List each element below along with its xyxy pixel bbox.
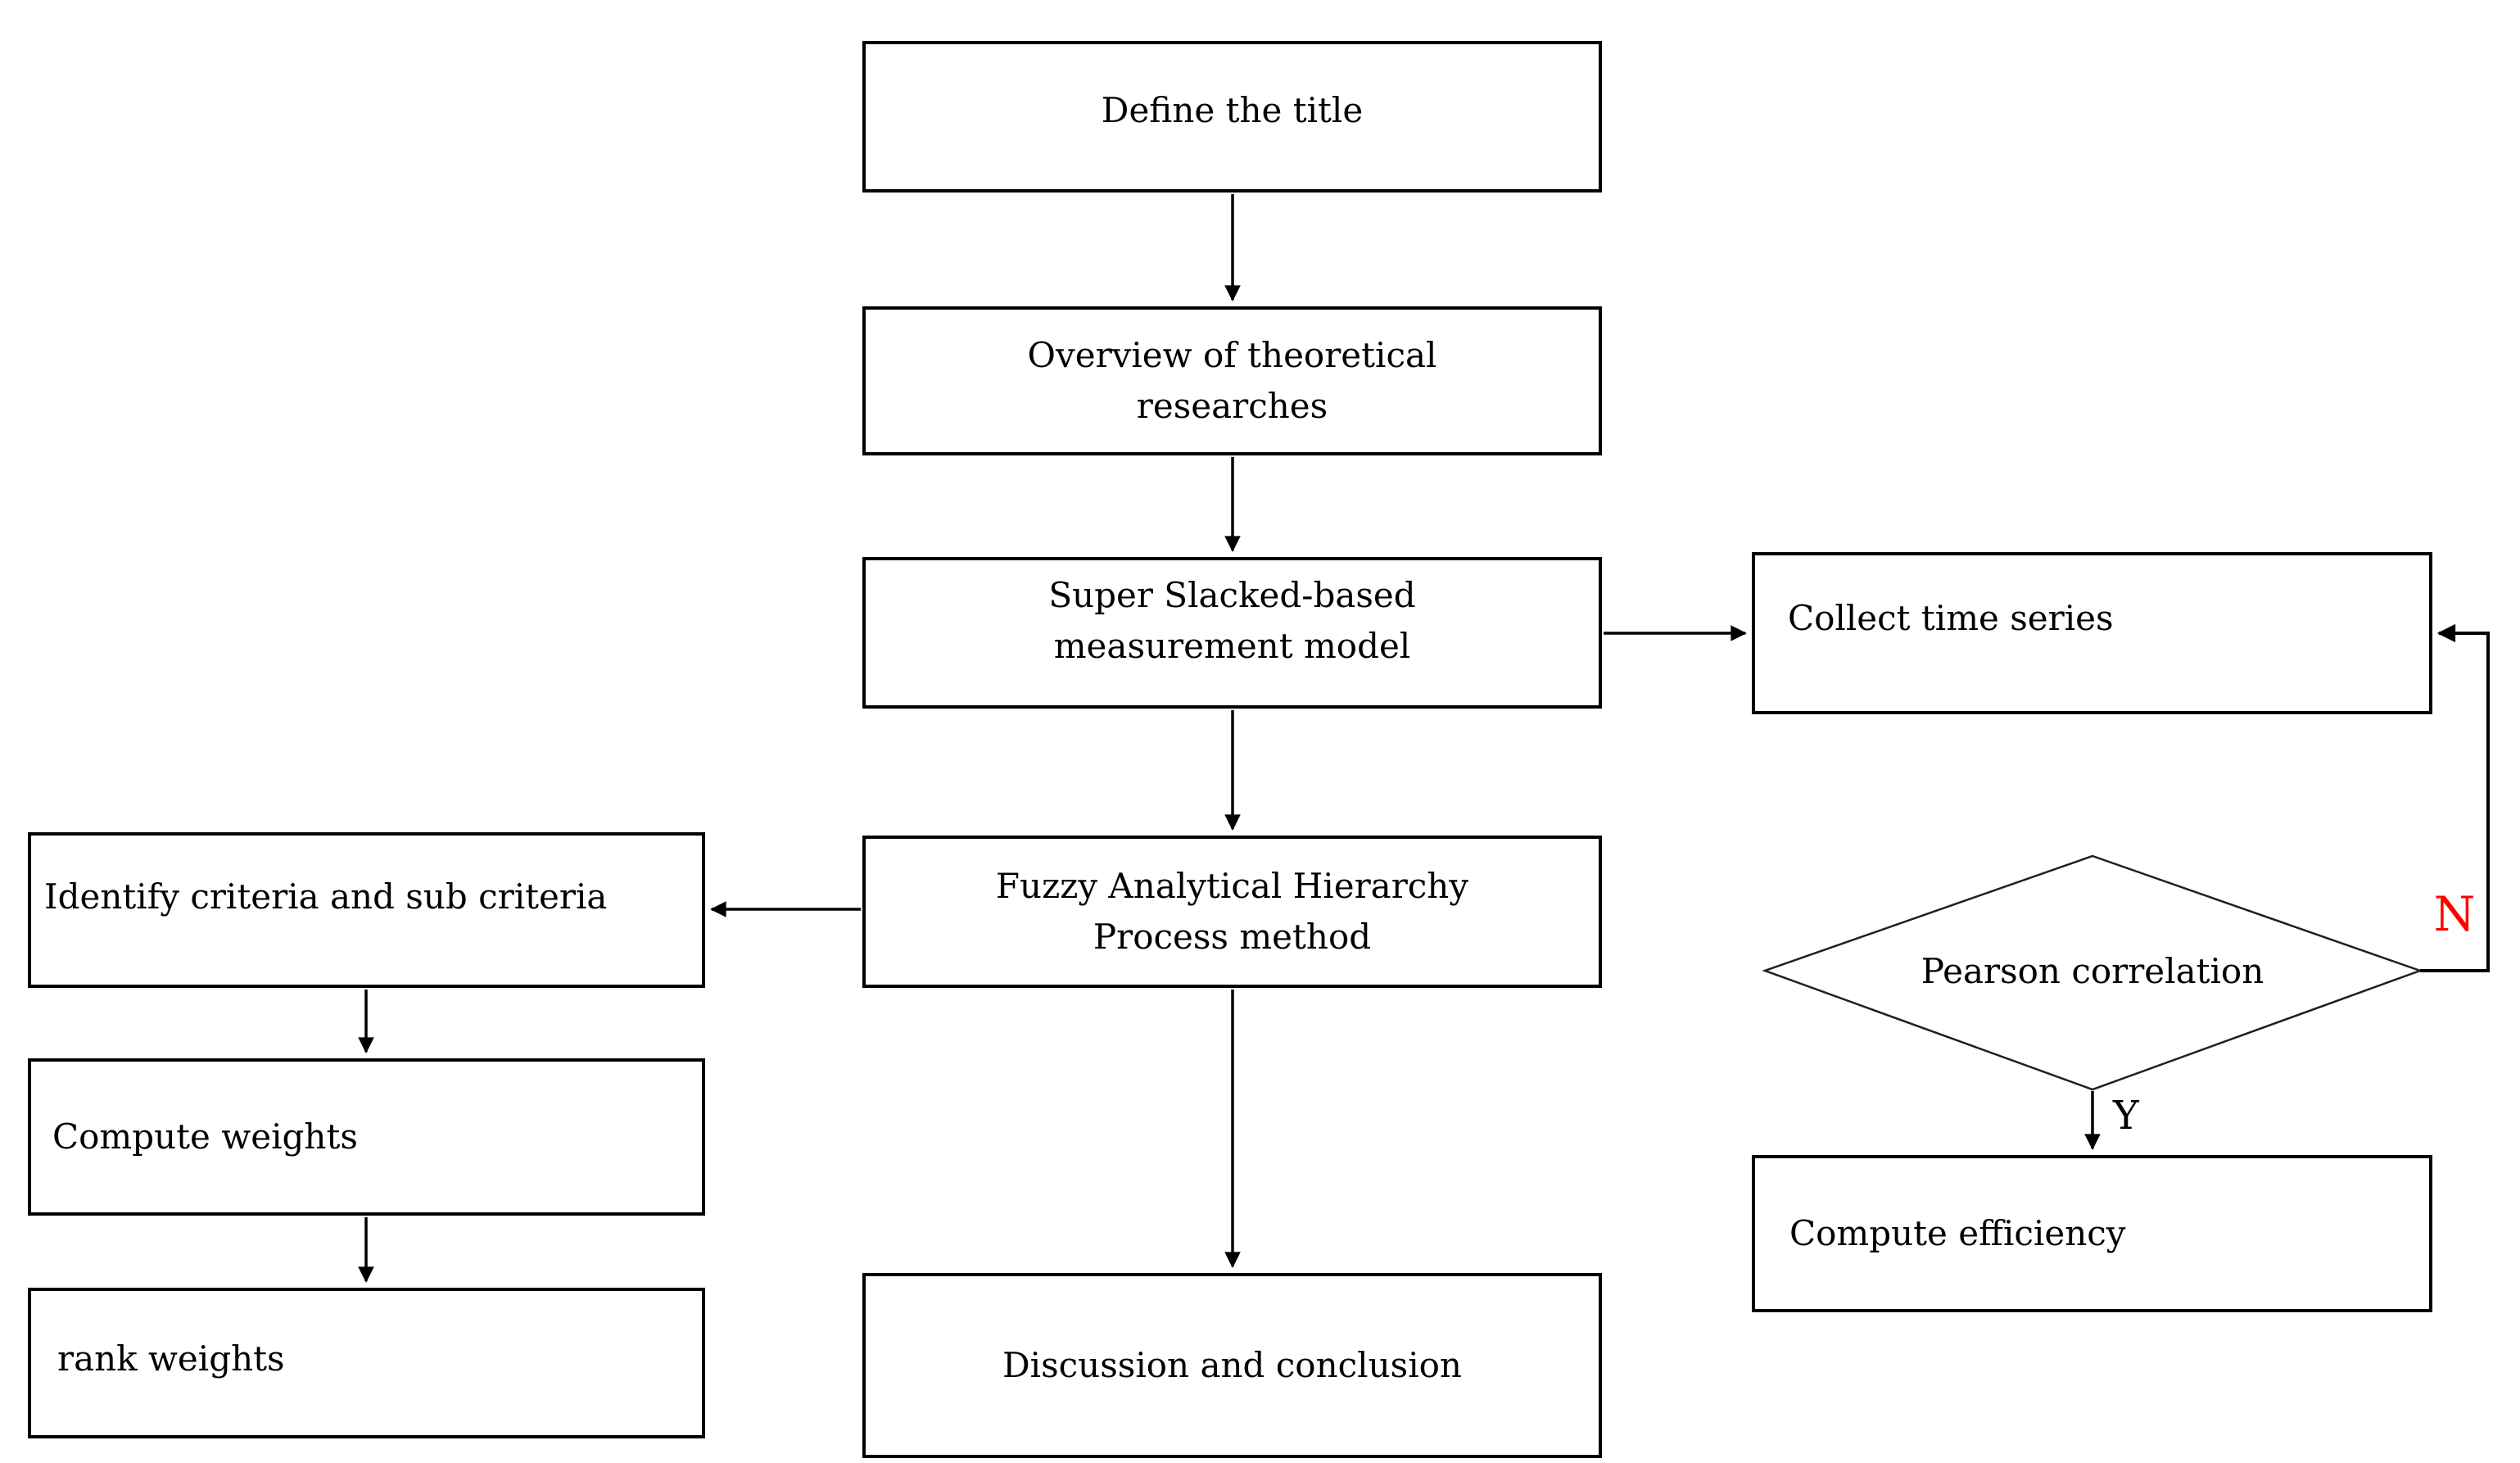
node-compute-efficiency-label: Compute efficiency [1789,1212,2126,1253]
edge-label-no: N [2433,886,2476,942]
node-fuzzy-ahp-label: Fuzzy Analytical Hierarchy Process metho… [995,865,1469,957]
node-overview: Overview of theoretical researches [862,306,1602,455]
node-discussion: Discussion and conclusion [862,1273,1602,1458]
node-rank-weights: rank weights [28,1288,705,1438]
node-compute-efficiency: Compute efficiency [1752,1155,2432,1312]
node-overview-label: Overview of theoretical researches [1027,334,1437,426]
node-super-sbm-label: Super Slacked-based measurement model [1048,575,1416,667]
node-fuzzy-ahp: Fuzzy Analytical Hierarchy Process metho… [862,836,1602,988]
node-identify-criteria-label: Identify criteria and sub criteria [44,876,608,917]
node-compute-weights: Compute weights [28,1058,705,1216]
node-pearson-correlation-label: Pearson correlation [1921,950,2264,991]
node-define-title-label: Define the title [1101,90,1364,130]
node-define-title: Define the title [862,41,1602,192]
node-collect-time-series: Collect time series [1752,552,2432,714]
edge-label-yes: Y [2113,1093,2139,1139]
node-identify-criteria: Identify criteria and sub criteria [28,832,705,988]
node-rank-weights-label: rank weights [57,1338,285,1379]
edge-pearson-no-feedback-to-collect-time-series [2420,623,2490,972]
node-collect-time-series-label: Collect time series [1788,598,2114,638]
node-super-sbm: Super Slacked-based measurement model [862,557,1602,709]
node-pearson-correlation-shape [1762,854,2423,1091]
node-discussion-label: Discussion and conclusion [1002,1344,1462,1385]
node-compute-weights-label: Compute weights [52,1116,358,1157]
